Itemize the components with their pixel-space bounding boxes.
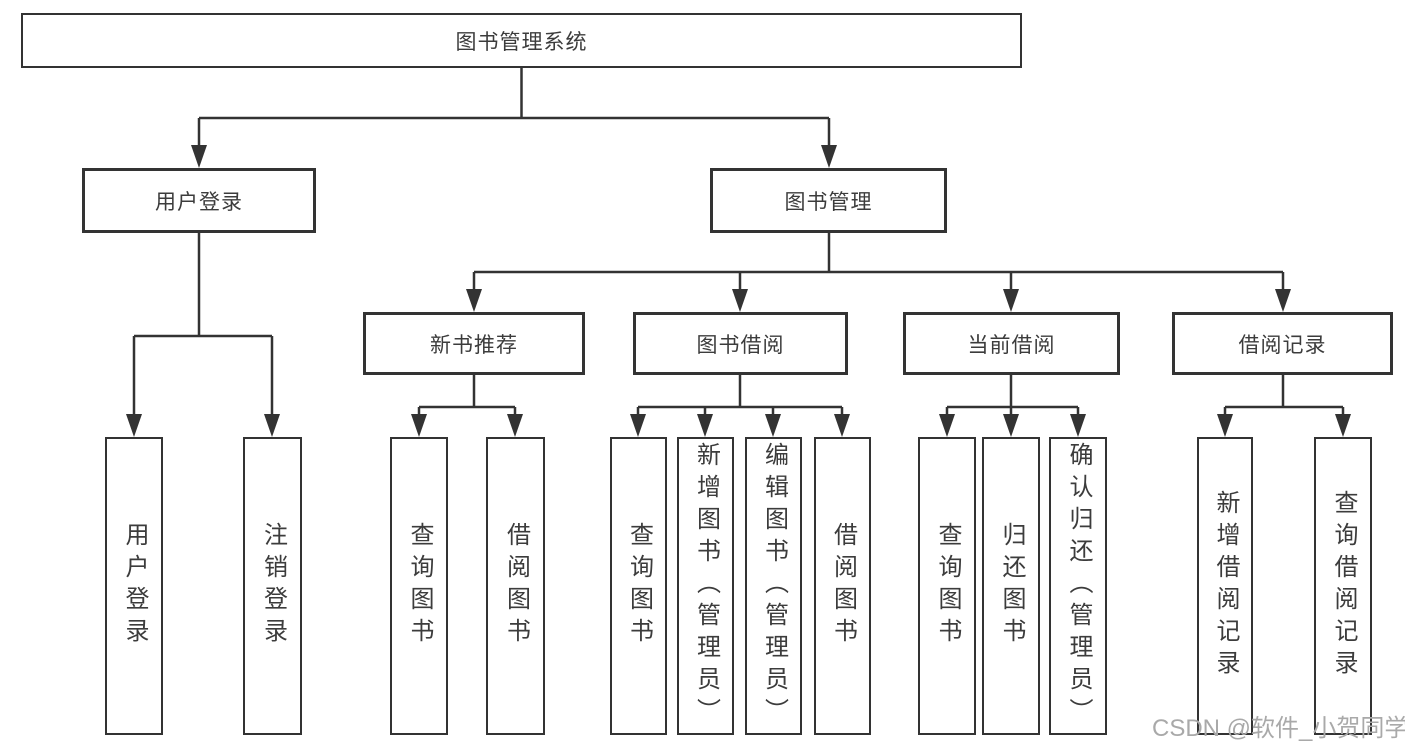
leaf-current-return-books: 归还图书 [982,437,1040,735]
leaf-logout: 注销登录 [243,437,302,735]
leaf-borrowing-borrow-books: 借阅图书 [814,437,871,735]
arrow-icon [1003,289,1019,312]
arrow-icon [1335,414,1351,437]
connector-records-to-leaves [1223,375,1345,418]
arrow-icon [834,414,850,437]
arrowheads [126,145,1351,437]
connector-borrowing-to-leaves [636,375,844,418]
csdn-watermark: CSDN @软件_小贺同学 [1152,715,1405,742]
leaf-user-login: 用户登录 [105,437,163,735]
node-label: 借阅图书 [502,522,530,650]
arrow-icon [466,289,482,312]
arrow-icon [411,414,427,437]
node-label: 新增借阅记录 [1212,490,1239,682]
leaf-records-query-record: 查询借阅记录 [1314,437,1372,735]
node-library-management-system: 图书管理系统 [21,13,1022,68]
connector-current-to-leaves [945,375,1080,418]
node-book-borrowing: 图书借阅 [633,312,848,375]
node-new-book-recommendation: 新书推荐 [363,312,585,375]
arrow-icon [191,145,207,168]
node-label: 用户登录 [155,190,243,214]
node-label: 当前借阅 [967,333,1056,357]
leaf-current-confirm-return-admin: 确认归还（管理员） [1049,437,1107,735]
leaf-borrowing-add-books-admin: 新增图书（管理员） [677,437,734,735]
node-label: 查询借阅记录 [1330,490,1357,682]
node-label: 确认归还（管理员） [1065,442,1092,730]
arrow-icon [1275,289,1291,312]
node-label: 借阅图书 [829,522,857,650]
node-label: 查询图书 [625,522,653,650]
connector-bookmgmt-to-level3 [472,233,1285,293]
arrow-icon [765,414,781,437]
arrow-icon [630,414,646,437]
arrow-icon [732,289,748,312]
arrow-icon [1217,414,1233,437]
node-label: 新增图书（管理员） [692,442,720,730]
arrow-icon [1070,414,1086,437]
leaf-current-query-books: 查询图书 [918,437,976,735]
leaf-newbooks-query-books: 查询图书 [390,437,448,735]
node-borrowing-records: 借阅记录 [1172,312,1393,375]
connector-userlogin-to-leaves [132,233,274,418]
connector-newbooks-to-leaves [417,375,517,418]
node-label: 图书管理系统 [455,30,588,54]
node-label: 借阅记录 [1238,333,1327,357]
leaf-borrowing-edit-books-admin: 编辑图书（管理员） [745,437,802,735]
node-user-login: 用户登录 [82,168,316,233]
node-label: 编辑图书（管理员） [760,442,788,730]
node-label: 图书管理 [784,190,873,214]
node-book-management: 图书管理 [710,168,947,233]
leaf-borrowing-query-books: 查询图书 [610,437,667,735]
connector-root-to-level2 [197,68,831,150]
node-label: 注销登录 [259,522,287,650]
node-label: 用户登录 [121,522,148,650]
arrow-icon [697,414,713,437]
node-label: 图书借阅 [696,333,785,357]
node-label: 查询图书 [406,522,433,650]
node-label: 归还图书 [998,522,1025,650]
node-label: 查询图书 [934,522,961,650]
leaf-records-add-record: 新增借阅记录 [1197,437,1253,735]
arrow-icon [264,414,280,437]
arrow-icon [1003,414,1019,437]
leaf-newbooks-borrow-books: 借阅图书 [486,437,545,735]
arrow-icon [821,145,837,168]
arrow-icon [126,414,142,437]
arrow-icon [939,414,955,437]
arrow-icon [507,414,523,437]
node-current-borrowing: 当前借阅 [903,312,1120,375]
node-label: 新书推荐 [430,333,518,357]
